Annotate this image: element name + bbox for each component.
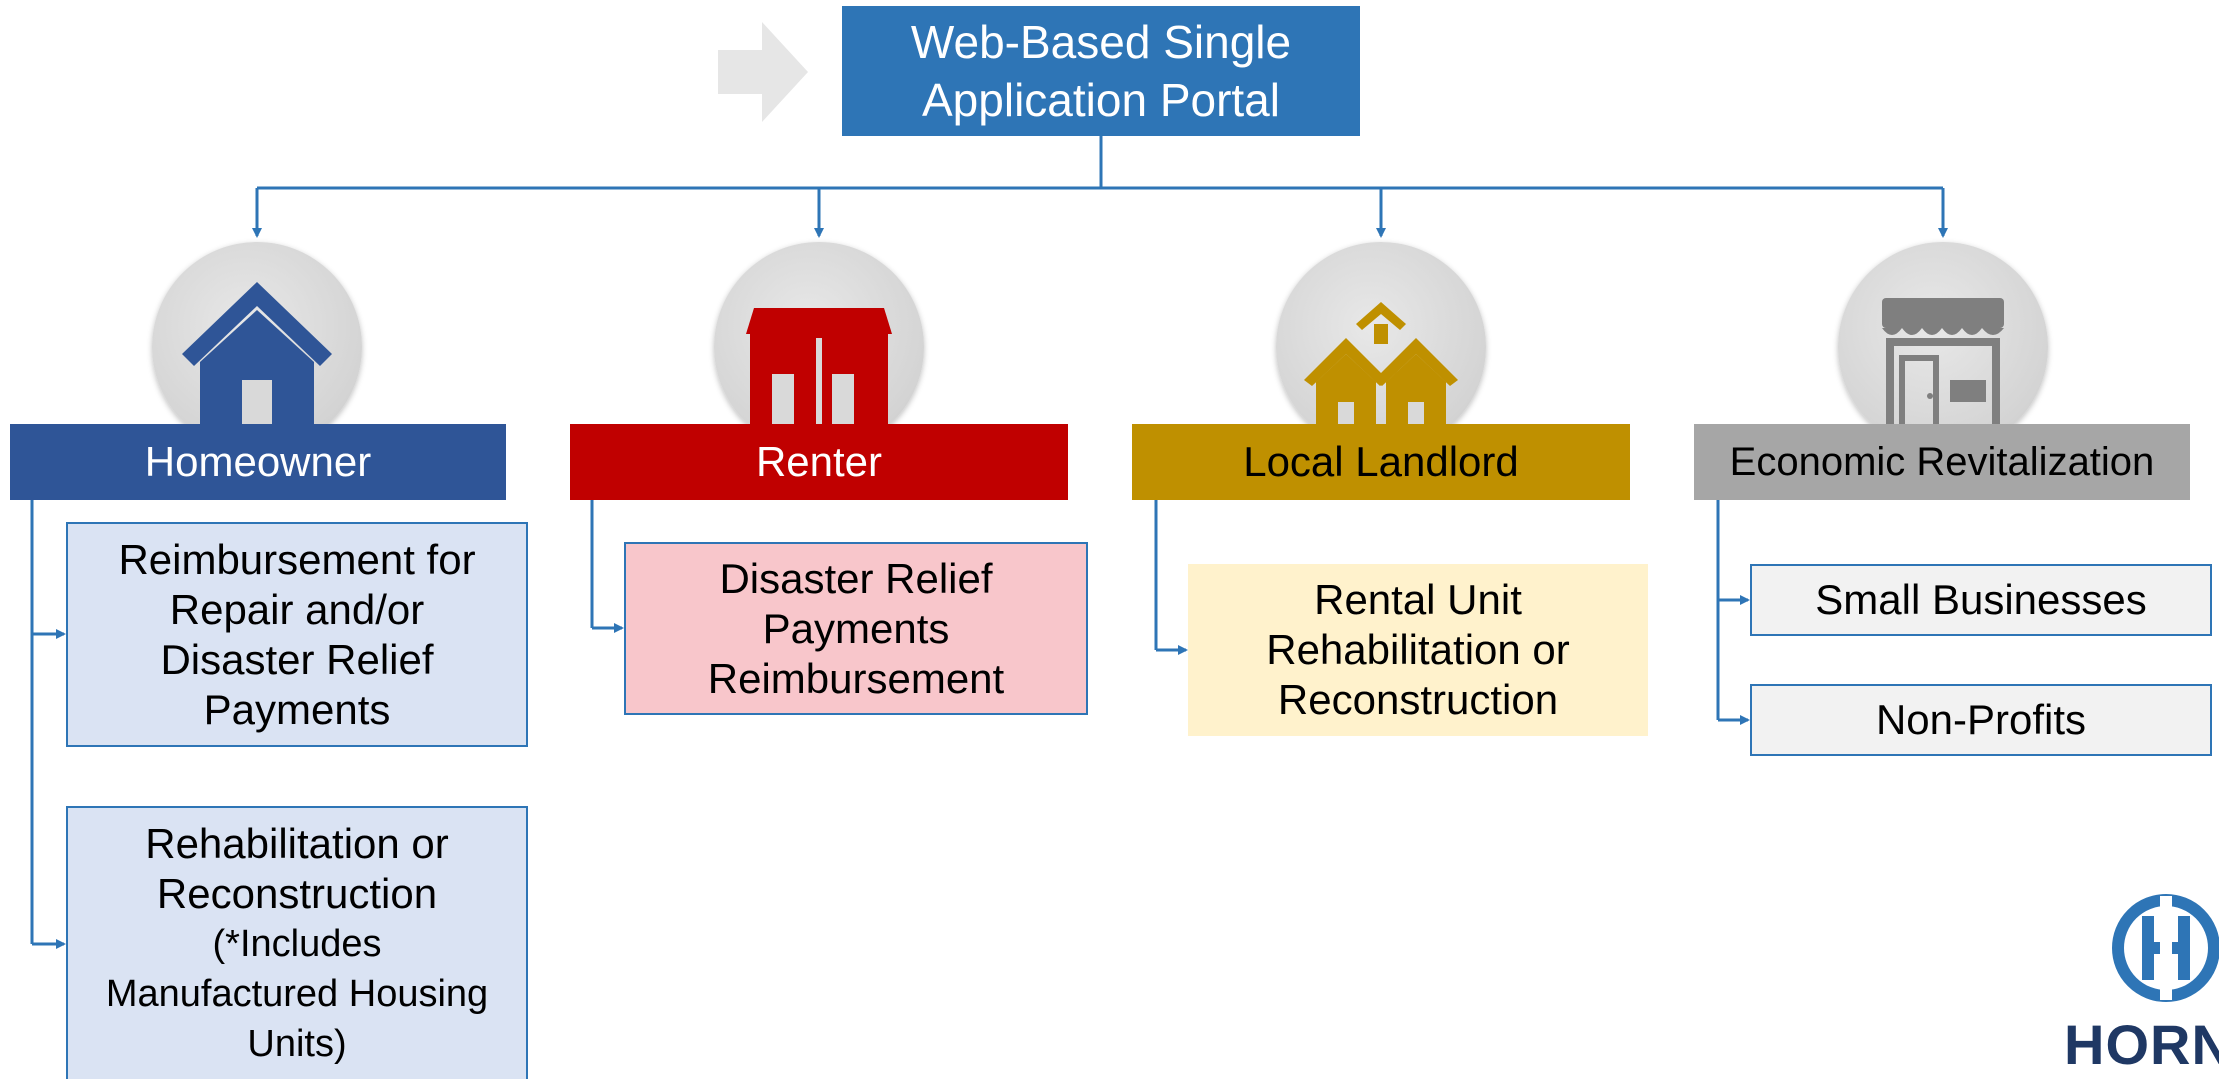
portal-title-line2: Application Portal — [922, 74, 1280, 126]
house-icon — [182, 282, 332, 432]
portal-title-line1: Web-Based Single — [910, 16, 1292, 68]
program-text-line: Repair and/or — [169, 585, 425, 633]
landlord-icon-circle — [1276, 242, 1486, 452]
category-homeowner-label: Homeowner — [144, 438, 372, 485]
storefront-icon — [1882, 298, 2004, 432]
econ-icon-circle — [1838, 242, 2048, 452]
decorative-arrow-icon — [718, 22, 808, 122]
category-landlord: Local Landlord — [1132, 424, 1630, 500]
program-text-line: Payments — [203, 685, 391, 733]
program-text-line: Reimbursement for — [118, 535, 476, 583]
multi-house-icon — [1304, 302, 1458, 432]
program-homeowner-rehab: Rehabilitation or Reconstruction (*Inclu… — [66, 806, 528, 1079]
category-landlord-label: Local Landlord — [1243, 438, 1519, 485]
category-econ: Economic Revitalization — [1694, 424, 2190, 500]
program-text-line: Disaster Relief — [719, 554, 993, 602]
program-non-profits: Non-Profits — [1750, 684, 2212, 756]
program-text-line: Rehabilitation or — [145, 819, 449, 867]
program-homeowner-reimbursement: Reimbursement for Repair and/or Disaster… — [66, 522, 528, 747]
program-text-line: Non-Profits — [1875, 696, 2087, 743]
category-renter-label: Renter — [755, 438, 883, 485]
category-renter: Renter — [570, 424, 1068, 500]
program-text-line: (*Includes — [212, 922, 382, 965]
logo-text: HORN — [2064, 1013, 2219, 1076]
program-text-line: Rental Unit — [1314, 576, 1522, 623]
program-text-line: Disaster Relief — [160, 635, 434, 683]
program-renter: Disaster Relief Payments Reimbursement — [624, 542, 1088, 715]
program-text-line: Payments — [762, 604, 950, 652]
portal-box: Web-Based Single Application Portal — [842, 6, 1360, 136]
renter-icon-circle — [714, 242, 924, 452]
program-landlord: Rental Unit Rehabilitation or Reconstruc… — [1188, 564, 1648, 736]
program-text-line: Reconstruction — [1277, 676, 1559, 723]
program-text-line: Small Businesses — [1815, 576, 2147, 623]
program-text-line: Manufactured Housing — [105, 972, 489, 1015]
category-homeowner: Homeowner — [10, 424, 506, 500]
rental-building-icon — [746, 308, 892, 432]
program-text-line: Units) — [247, 1022, 347, 1065]
program-text-line: Rehabilitation or — [1266, 626, 1570, 673]
category-econ-label: Economic Revitalization — [1729, 439, 2155, 484]
logo-icon — [2112, 894, 2219, 1002]
program-text-line: Reimbursement — [707, 654, 1005, 702]
program-text-line: Reconstruction — [156, 869, 438, 917]
program-small-businesses: Small Businesses — [1750, 564, 2212, 636]
homeowner-icon-circle — [152, 242, 362, 452]
